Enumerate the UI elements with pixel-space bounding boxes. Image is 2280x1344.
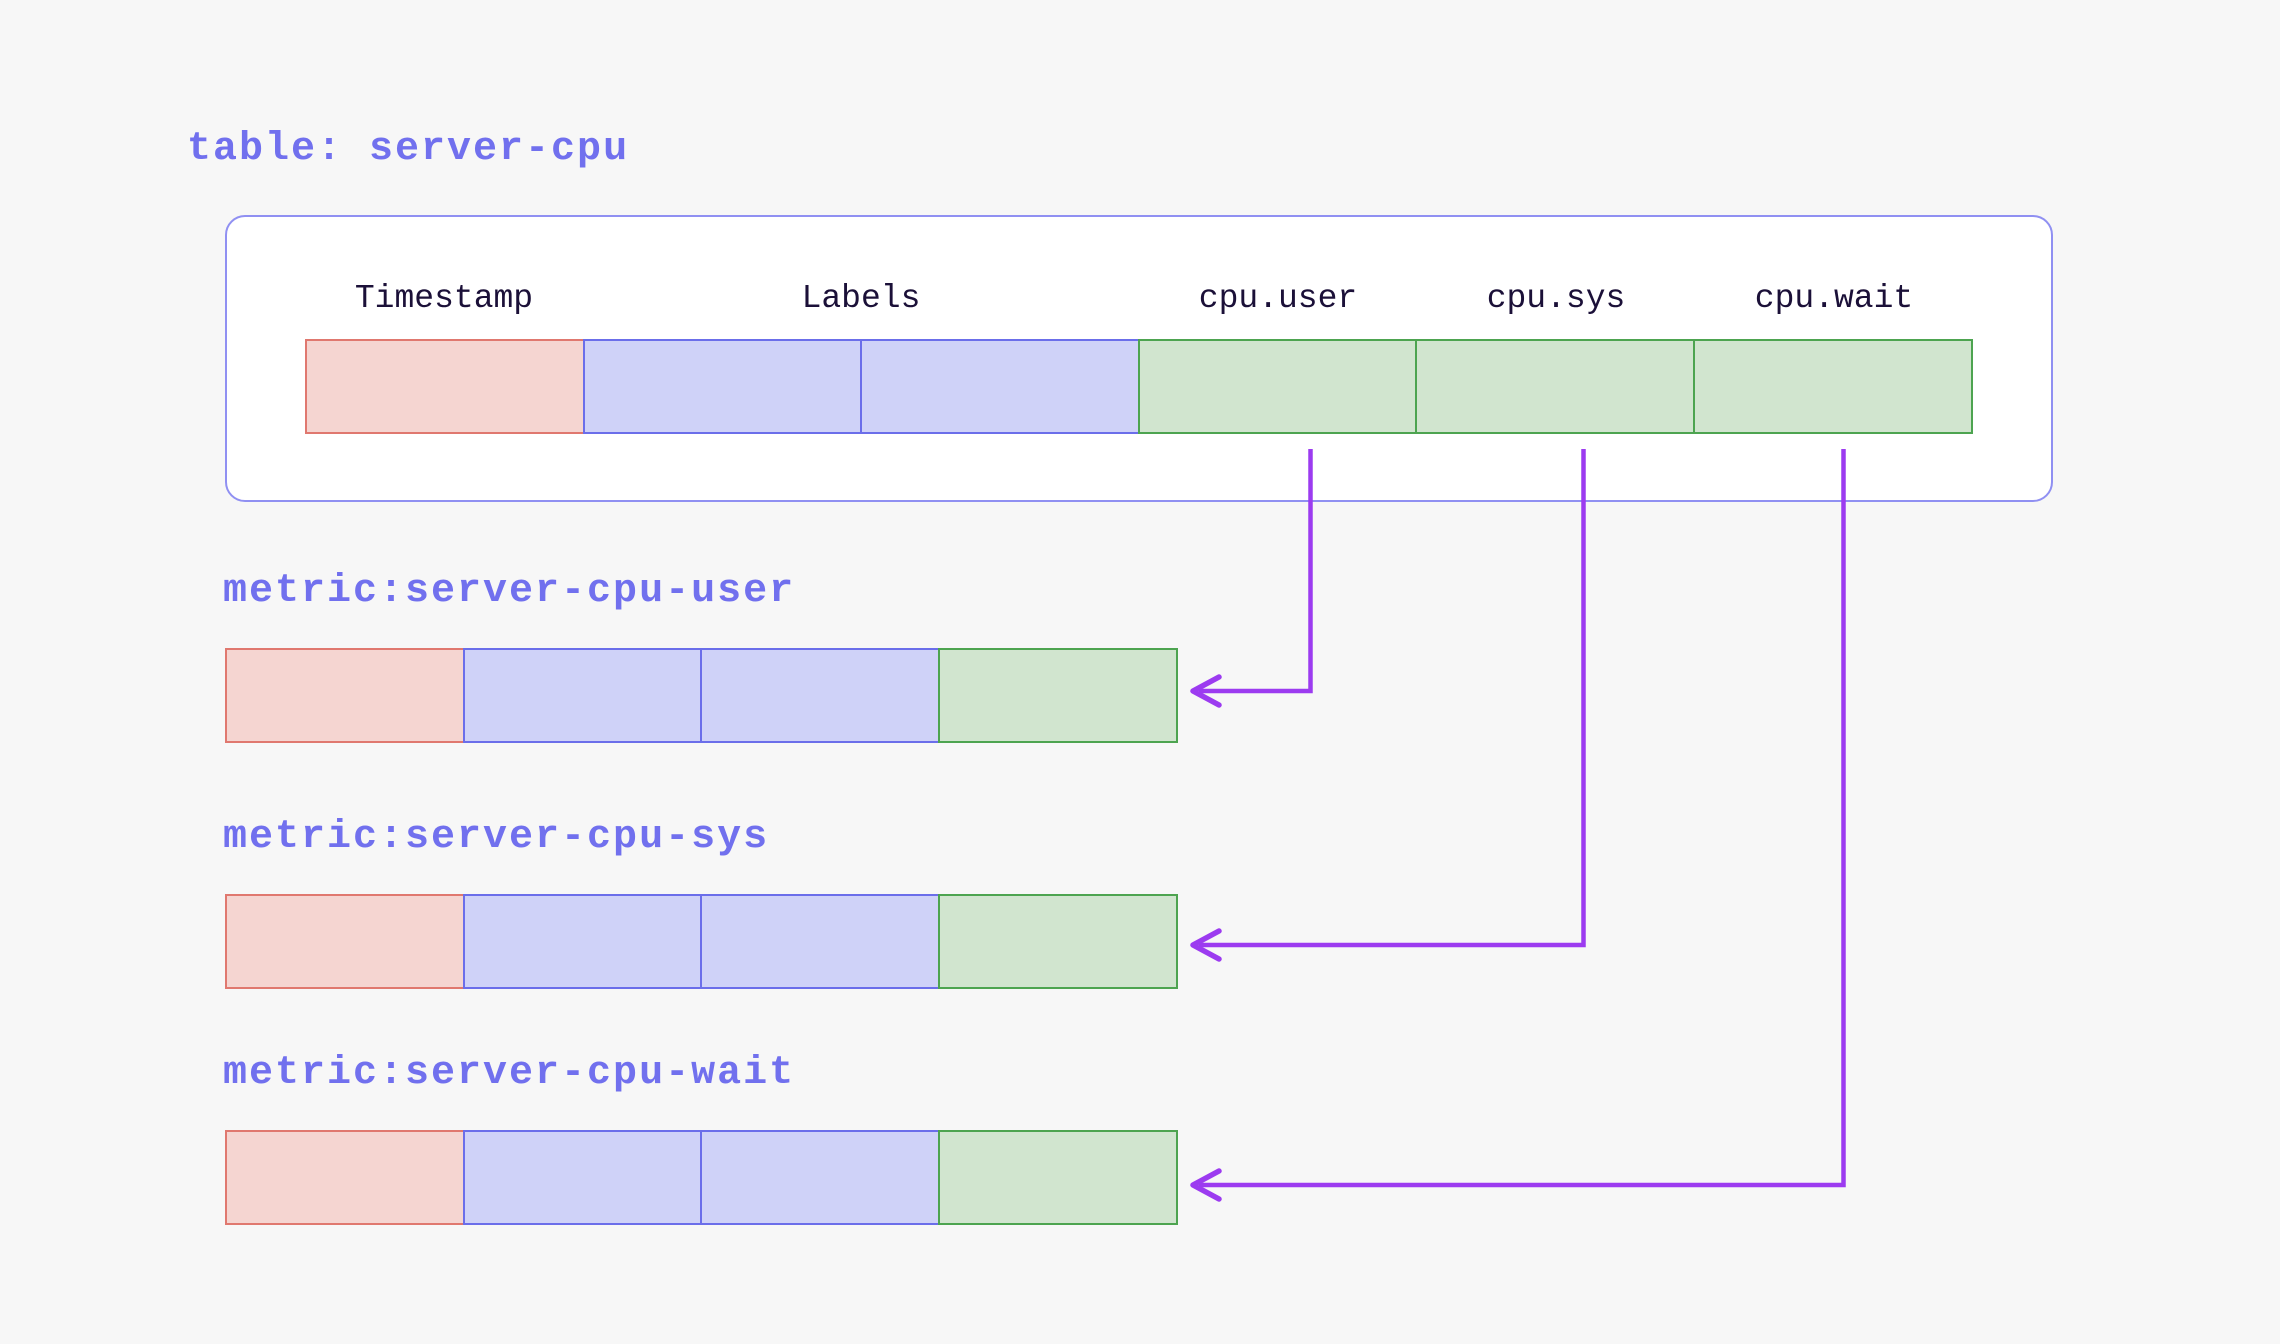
value-cell (1137, 339, 1418, 434)
table-title: table: server-cpu (187, 127, 630, 172)
value-cell (1692, 339, 1973, 434)
timestamp-cell (305, 339, 586, 434)
arrowhead-left-icon (1190, 928, 1222, 962)
labels-cell (462, 894, 703, 989)
table-row (305, 339, 1973, 434)
arrow-cpu-wait-to-metric (1190, 449, 1846, 1202)
labels-cell (860, 339, 1141, 434)
labels-cell (700, 894, 941, 989)
column-header-cpu-sys: cpu.sys (1486, 280, 1626, 317)
table-box: Timestamp Labels cpu.user cpu.sys cpu.wa… (225, 215, 2053, 502)
timestamp-cell (225, 894, 466, 989)
timestamp-cell (225, 1130, 466, 1225)
value-cell (937, 1130, 1178, 1225)
labels-cell (700, 648, 941, 743)
value-cell (1415, 339, 1696, 434)
labels-cell (462, 648, 703, 743)
column-header-labels: Labels (801, 280, 921, 317)
metric-row-server-cpu-wait (225, 1130, 1178, 1225)
value-cell (937, 894, 1178, 989)
labels-cell (462, 1130, 703, 1225)
metric-label-server-cpu-wait: metric:server-cpu-wait (223, 1051, 796, 1096)
timestamp-cell (225, 648, 466, 743)
arrow-cpu-sys-to-metric (1190, 449, 1586, 962)
value-cell (937, 648, 1178, 743)
metric-label-server-cpu-user: metric:server-cpu-user (223, 569, 796, 614)
column-header-timestamp: Timestamp (354, 280, 534, 317)
column-header-cpu-user: cpu.user (1198, 280, 1358, 317)
labels-cell (700, 1130, 941, 1225)
metric-label-server-cpu-sys: metric:server-cpu-sys (223, 815, 770, 860)
metric-row-server-cpu-sys (225, 894, 1178, 989)
arrowhead-left-icon (1190, 674, 1222, 708)
metric-row-server-cpu-user (225, 648, 1178, 743)
column-header-cpu-wait: cpu.wait (1754, 280, 1914, 317)
labels-cell (582, 339, 863, 434)
arrowhead-left-icon (1190, 1168, 1222, 1202)
